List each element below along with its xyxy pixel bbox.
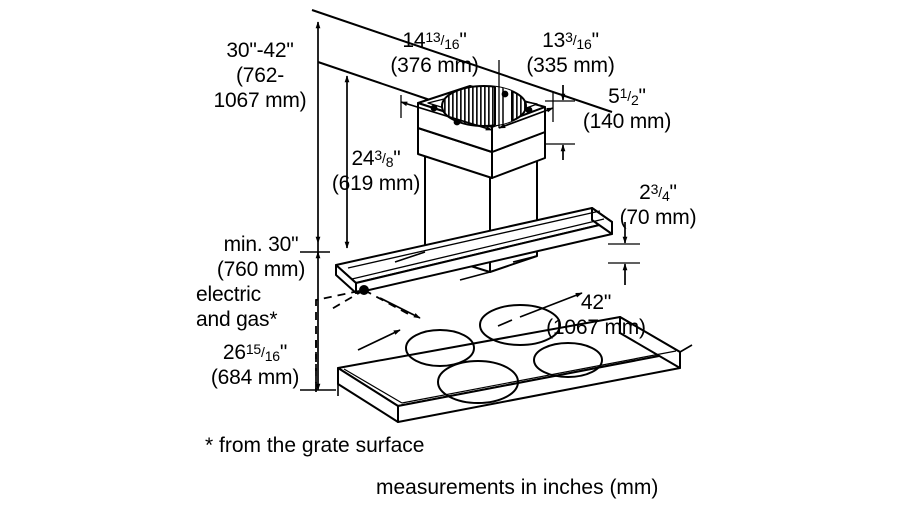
fraction-1-2: 1/2 — [619, 85, 639, 108]
motor-box-width-label: 1413/16" (376 mm) — [390, 29, 479, 77]
counter-height-projection — [315, 289, 365, 390]
duct-base-line-left — [394, 251, 426, 263]
burner-ring — [479, 304, 561, 346]
canopy-plate — [335, 207, 613, 294]
duct-base-line-right — [512, 255, 538, 263]
screw-dot — [525, 106, 533, 114]
burner-ring — [533, 342, 603, 378]
fraction-13-16: 13/16 — [425, 29, 460, 52]
canopy-right-edge — [591, 207, 613, 235]
dimension-lines-top — [400, 60, 554, 131]
duct-base-line-mid — [459, 271, 491, 281]
fraction-15-16: 15/16 — [245, 341, 280, 364]
projection-left — [329, 289, 365, 311]
dimension-lines-right — [545, 85, 640, 285]
fraction-3-16: 3/16 — [565, 29, 592, 52]
projection-to-cooktop — [363, 289, 413, 317]
screw-dot — [501, 90, 509, 98]
cooktop-depth-leader — [357, 297, 421, 351]
footnote-grate-surface: * from the grate surface — [205, 434, 425, 457]
units-note: measurements in inches (mm) — [376, 476, 659, 499]
cooktop-leader-arrow-2 — [357, 329, 401, 351]
motor-box-height-label: 51/2" (140 mm) — [582, 85, 672, 133]
canopy-width-label: 42" (1067 mm) — [546, 291, 646, 339]
canopy-width-leader — [497, 292, 583, 327]
projection-node-dot — [359, 285, 369, 295]
ceiling-range-label: 30"-42" (762- 1067 mm) — [213, 39, 307, 112]
ceiling-line-lower — [317, 61, 431, 101]
cooktop — [337, 304, 693, 423]
chimney-height-label: 243/8" (619 mm) — [331, 147, 421, 195]
canopy-inner-line — [347, 210, 601, 269]
burner-ring — [437, 360, 519, 404]
motor-box-depth-dimension-line — [498, 107, 554, 129]
fraction-3-8: 3/8 — [374, 147, 394, 170]
canopy-inner-line-2 — [351, 218, 605, 280]
min-clearance-label: min. 30" (760 mm) electric and gas* — [196, 233, 306, 331]
cooktop-inset-line-l — [343, 368, 403, 404]
canopy-width-arrow-right — [519, 292, 583, 318]
counter-height-label: 2615/16" (684 mm) — [210, 341, 300, 389]
canopy-width-tick-left — [497, 319, 513, 327]
burner-ring — [405, 329, 475, 367]
projection-lines-dashed — [315, 289, 413, 390]
canopy-thickness-label: 23/4" (70 mm) — [619, 181, 697, 229]
screw-dot — [430, 104, 438, 112]
cooktop-inset-line-f — [401, 350, 677, 404]
motor-box-width-dimension-line — [400, 101, 493, 131]
cooktop-right-edge — [619, 316, 681, 369]
cooktop-leader-arrow — [379, 297, 421, 319]
dimension-lines-vertical — [300, 21, 350, 391]
fraction-3-4: 3/4 — [650, 181, 670, 204]
motor-box-depth-label: 133/16" (335 mm) — [526, 29, 615, 77]
cooktop-corner-tick-r — [679, 344, 693, 353]
